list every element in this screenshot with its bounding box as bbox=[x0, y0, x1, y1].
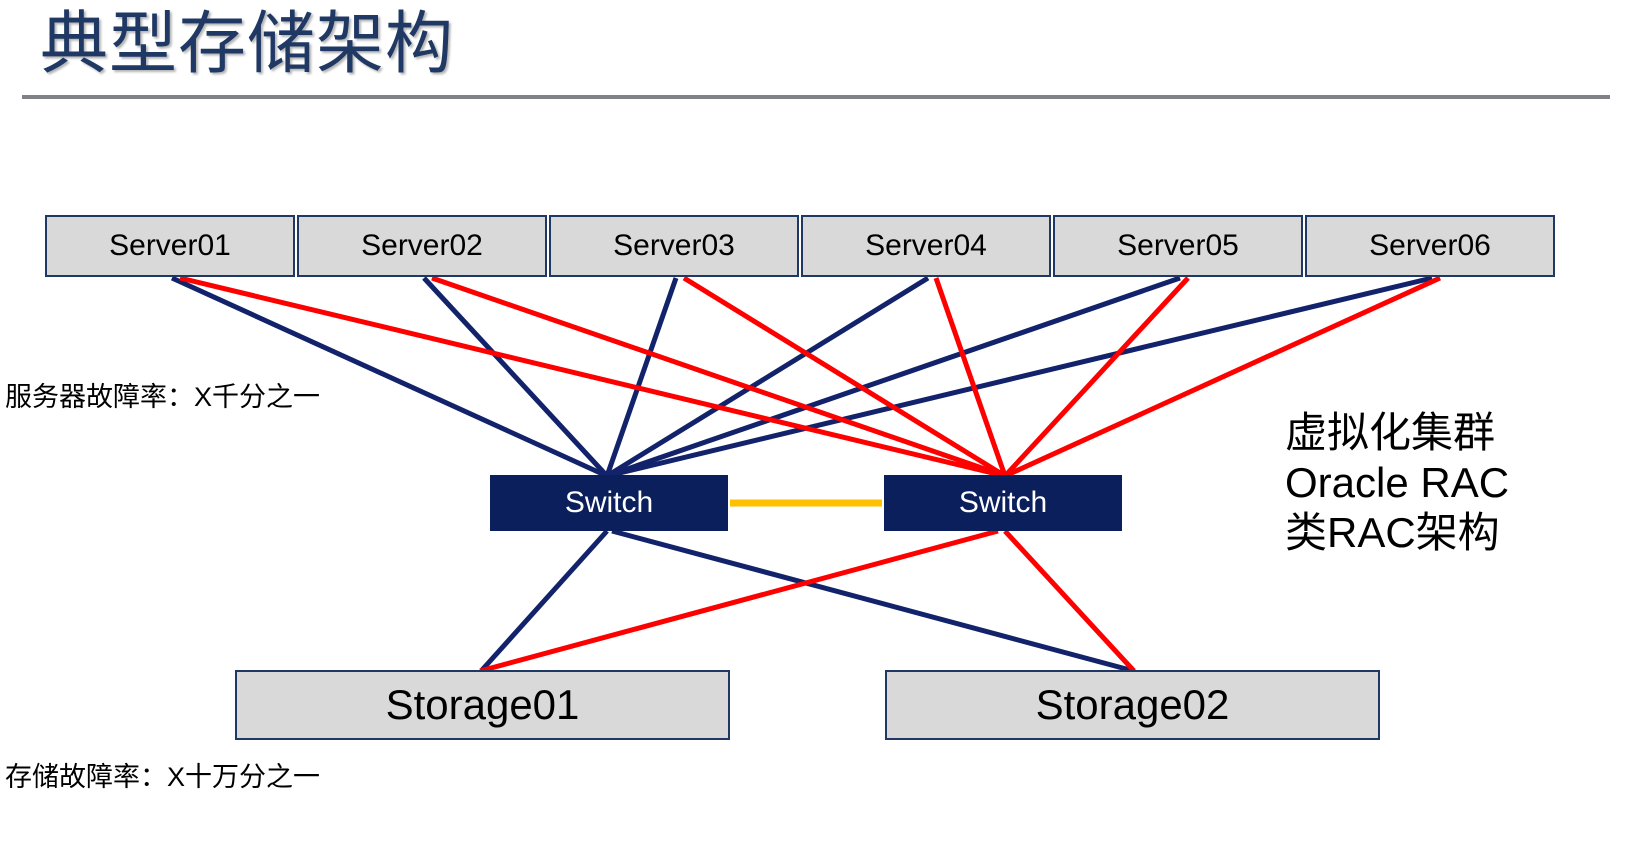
right-annotation-line-2: Oracle RAC bbox=[1285, 459, 1510, 506]
link-server05-switch01 bbox=[606, 275, 1181, 479]
node-label: Switch bbox=[958, 486, 1048, 519]
node-label: Storage01 bbox=[385, 681, 580, 728]
link-server02-switch02 bbox=[431, 275, 1006, 479]
node-server05[interactable]: Server05 bbox=[1053, 215, 1303, 277]
node-server03[interactable]: Server03 bbox=[549, 215, 799, 277]
link-server02-switch01 bbox=[422, 276, 609, 478]
node-switch02[interactable]: Switch bbox=[884, 475, 1122, 531]
node-storage01[interactable]: Storage01 bbox=[235, 670, 730, 740]
link-switch02-storage02 bbox=[1003, 529, 1136, 673]
link-server06-switch01 bbox=[606, 275, 1433, 479]
right-annotation-line-1: 虚拟化集群 bbox=[1285, 409, 1496, 456]
link-server03-switch02 bbox=[682, 275, 1007, 479]
note-server-failure-rate: 服务器故障率：X千分之一 bbox=[5, 382, 321, 412]
link-server04-switch01 bbox=[605, 275, 930, 479]
node-label: Storage02 bbox=[1035, 681, 1230, 728]
node-label: Server06 bbox=[1369, 229, 1491, 262]
node-server02[interactable]: Server02 bbox=[297, 215, 547, 277]
node-server01[interactable]: Server01 bbox=[45, 215, 295, 277]
node-label: Server03 bbox=[613, 229, 735, 262]
node-label: Server02 bbox=[361, 229, 483, 262]
title-divider bbox=[22, 95, 1610, 99]
page-title: 典型存储架构 bbox=[40, 6, 455, 82]
node-label: Server01 bbox=[109, 229, 231, 262]
link-server06-switch02 bbox=[1003, 275, 1442, 479]
node-label: Switch bbox=[564, 486, 654, 519]
node-label: Server05 bbox=[1117, 229, 1239, 262]
link-server05-switch02 bbox=[1003, 276, 1190, 478]
node-server04[interactable]: Server04 bbox=[801, 215, 1051, 277]
link-switch01-storage02 bbox=[611, 528, 1131, 673]
node-storage02[interactable]: Storage02 bbox=[885, 670, 1380, 740]
right-annotation-line-3: 类RAC架构 bbox=[1285, 509, 1500, 556]
node-switch01[interactable]: Switch bbox=[490, 475, 728, 531]
right-annotation-block: 虚拟化集群 Oracle RAC 类RAC架构 bbox=[1285, 408, 1509, 558]
link-switch02-storage01 bbox=[479, 528, 999, 674]
link-switch01-storage01 bbox=[480, 529, 609, 672]
node-label: Server04 bbox=[865, 229, 987, 262]
link-server01-switch02 bbox=[179, 275, 1006, 479]
link-server04-switch02 bbox=[933, 277, 1008, 477]
note-storage-failure-rate: 存储故障率：X十万分之一 bbox=[5, 762, 321, 792]
node-server06[interactable]: Server06 bbox=[1305, 215, 1555, 277]
link-server03-switch01 bbox=[604, 277, 679, 477]
link-server01-switch01 bbox=[170, 275, 609, 479]
